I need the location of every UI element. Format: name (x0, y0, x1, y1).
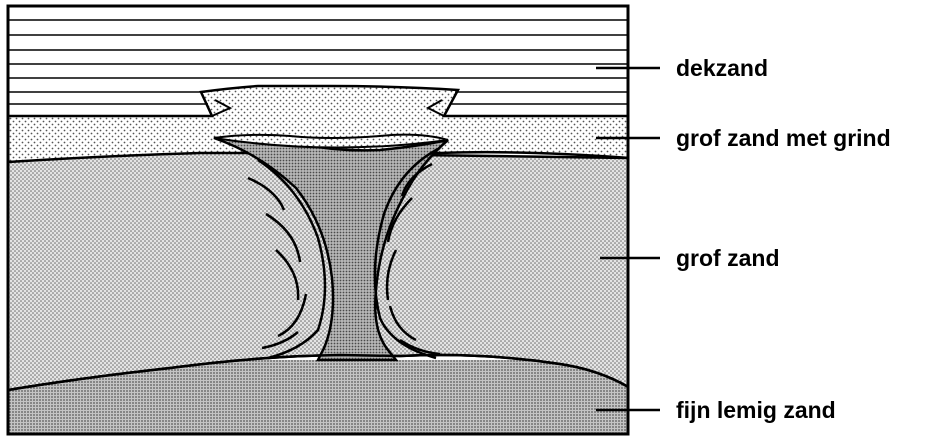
label-fijn-lemig-zand: fijn lemig zand (676, 397, 836, 423)
label-grof-zand-met-grind: grof zand met grind (676, 125, 891, 151)
label-dekzand: dekzand (676, 55, 768, 81)
label-grof-zand: grof zand (676, 245, 780, 271)
